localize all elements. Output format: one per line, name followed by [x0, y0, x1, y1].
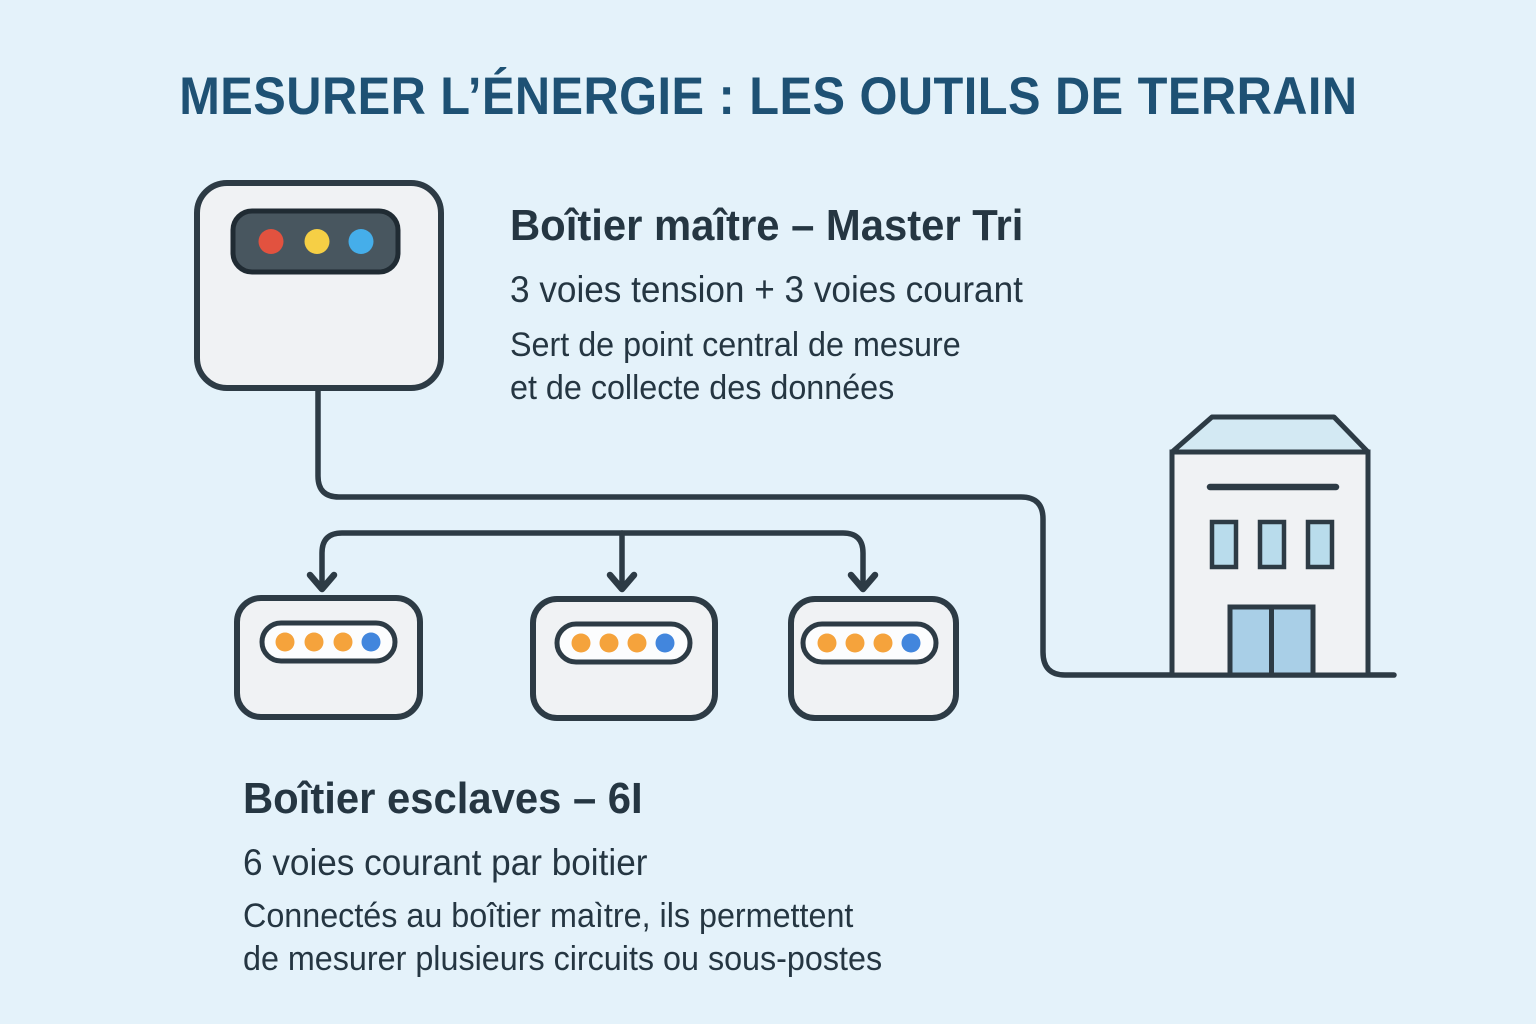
slave-device-1-icon — [234, 595, 423, 720]
master-description-line1: Sert de point central de mesure — [510, 326, 961, 364]
building-window — [1257, 519, 1287, 570]
master-led-blue-icon — [348, 229, 374, 254]
slave-led-icon — [655, 633, 675, 653]
slave-led-icon — [361, 632, 381, 652]
building-icon — [1169, 414, 1371, 678]
slave-device-panel — [554, 621, 693, 665]
slave-device-panel — [259, 620, 398, 664]
slave-led-icon — [627, 633, 647, 653]
slave-led-icon — [817, 633, 837, 653]
master-device-icon — [194, 180, 444, 391]
master-led-yellow-icon — [304, 229, 330, 254]
bus-line — [319, 530, 866, 587]
slave-distribution-bus — [306, 530, 879, 593]
page-title: MESURER L’ÉNERGIE : LES OUTILS DE TERRAI… — [0, 66, 1536, 127]
slaves-heading: Boîtier esclaves – 6I — [243, 774, 643, 823]
arrow-down-icon — [847, 571, 879, 593]
slave-led-icon — [333, 632, 353, 652]
arrow-down-icon — [306, 571, 338, 593]
master-subheading: 3 voies tension + 3 voies courant — [510, 269, 1023, 310]
slave-led-icon — [571, 633, 591, 653]
master-description-line2: et de collecte des données — [510, 369, 895, 407]
page-title-text: MESURER L’ÉNERGIE : LES OUTILS DE TERRAI… — [178, 67, 1358, 126]
slaves-description-line2: de mesurer plusieurs circuits ou sous-po… — [243, 940, 883, 978]
master-led-red-icon — [258, 229, 284, 254]
slave-led-icon — [275, 632, 295, 652]
slaves-description-line1: Connectés au boîtier maìtre, ils permett… — [243, 897, 854, 935]
master-heading: Boîtier maître – Master Tri — [510, 201, 1024, 250]
slave-led-icon — [901, 633, 921, 653]
slave-led-icon — [873, 633, 893, 653]
slave-device-2-icon — [530, 596, 718, 721]
building-window — [1305, 519, 1335, 570]
arrow-down-icon — [606, 571, 638, 593]
slave-led-icon — [845, 633, 865, 653]
slave-device-3-icon — [788, 596, 959, 721]
master-to-building-cable — [315, 386, 1397, 678]
building-window — [1209, 519, 1239, 570]
slave-led-icon — [599, 633, 619, 653]
slave-led-icon — [304, 632, 324, 652]
slave-device-panel — [800, 621, 939, 665]
slaves-subheading: 6 voies courant par boitier — [243, 842, 648, 883]
building-roof — [1169, 414, 1371, 455]
